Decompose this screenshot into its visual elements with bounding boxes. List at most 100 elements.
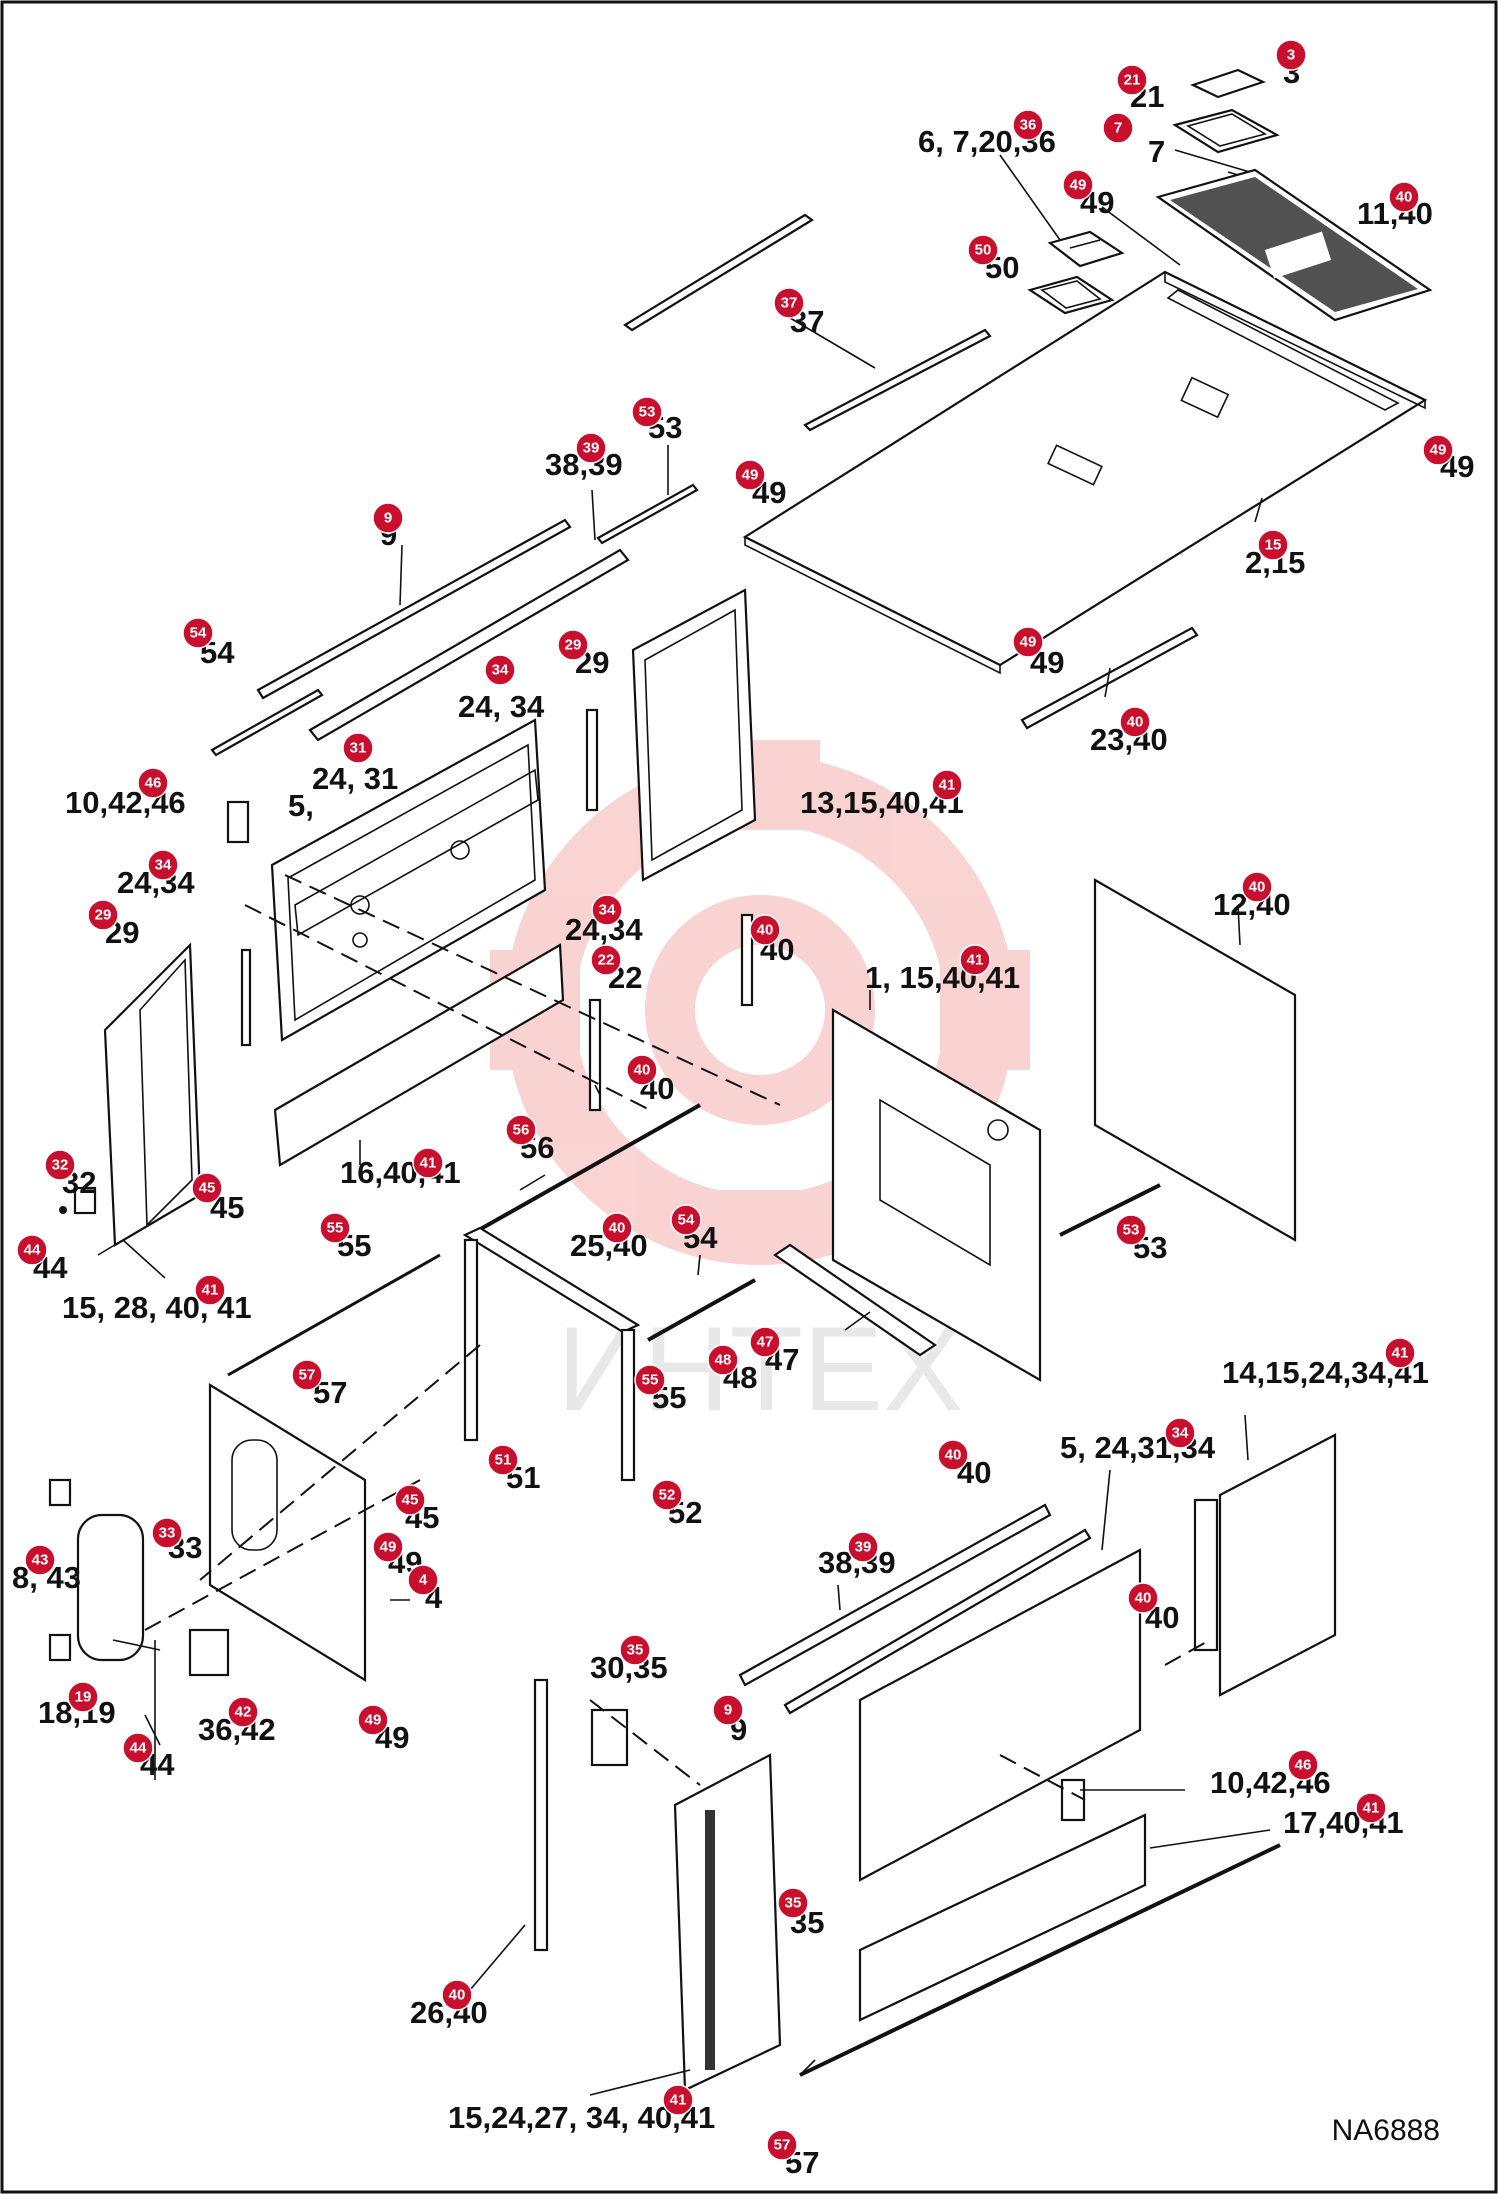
svg-text:37: 37 xyxy=(781,295,798,312)
callout-bubble: 49 xyxy=(372,1531,404,1563)
callout-bubble: 41 xyxy=(959,944,991,976)
callout-bubble: 49 xyxy=(1062,169,1094,201)
svg-text:49: 49 xyxy=(365,1712,382,1729)
callout-bubble: 51 xyxy=(487,1444,519,1476)
callout-bubble: 46 xyxy=(1287,1749,1319,1781)
roof-panel-2-15 xyxy=(742,270,1428,667)
callout-bubble: 52 xyxy=(651,1479,683,1511)
screw-7 xyxy=(1174,149,1261,176)
callout-bubble: 54 xyxy=(182,617,214,649)
callout-bubble: 48 xyxy=(707,1344,739,1376)
svg-text:41: 41 xyxy=(967,952,984,969)
callout-bubble: 42 xyxy=(227,1696,259,1728)
callout-bubbles: 3 21 36 7 49 40 50 37 53 39 49 49 9 15 5… xyxy=(16,39,1454,2161)
callout-bubble: 40 xyxy=(1241,871,1273,903)
callout-bubble: 29 xyxy=(87,899,119,931)
svg-text:39: 39 xyxy=(855,1539,872,1556)
svg-text:45: 45 xyxy=(402,1492,419,1509)
callout-bubble: 7 xyxy=(1102,112,1134,144)
frame-13-15 xyxy=(631,588,757,882)
lower-door-5-24 xyxy=(858,1548,1142,1882)
side-14-15-24 xyxy=(1218,1433,1337,1697)
rod-57-bottom xyxy=(799,1843,1281,2077)
svg-text:19: 19 xyxy=(75,1689,92,1706)
svg-text:40: 40 xyxy=(1127,714,1144,731)
callout-bubble: 55 xyxy=(319,1212,351,1244)
callout-bubble: 46 xyxy=(137,767,169,799)
corner-post-25-40 xyxy=(462,1226,641,1334)
latch-36-42 xyxy=(188,1628,230,1677)
grille-window xyxy=(1264,231,1332,279)
svg-text:44: 44 xyxy=(130,1740,147,1757)
latch-10-42-lower xyxy=(1060,1778,1086,1822)
frame-50-inner xyxy=(1040,280,1102,309)
callout-bubble: 39 xyxy=(847,1531,879,1563)
svg-text:57: 57 xyxy=(774,2137,791,2154)
back-door-stiffener xyxy=(294,768,539,937)
roof-rim-front xyxy=(744,535,1001,675)
callout-bubble: 34 xyxy=(1164,1417,1196,1449)
strip-37-lower xyxy=(803,328,992,432)
callout-bubble: 35 xyxy=(777,1887,809,1919)
svg-text:21: 21 xyxy=(1124,72,1141,89)
hole xyxy=(450,840,470,860)
hinge-29-left xyxy=(240,948,252,1047)
assembly-line xyxy=(199,1344,481,1581)
svg-text:45: 45 xyxy=(199,1180,216,1197)
assembly-line xyxy=(244,904,651,1111)
hinge-8-43-bottom xyxy=(48,1633,72,1662)
callout-bubble: 33 xyxy=(151,1517,183,1549)
svg-text:49: 49 xyxy=(1070,177,1087,194)
svg-text:36: 36 xyxy=(1020,117,1037,134)
svg-text:39: 39 xyxy=(583,440,600,457)
svg-text:9: 9 xyxy=(384,510,392,527)
callout-bubble: 41 xyxy=(1384,1337,1416,1369)
callout-bubble: 40 xyxy=(626,1054,658,1086)
svg-text:44: 44 xyxy=(24,1242,41,1259)
svg-text:49: 49 xyxy=(1430,442,1447,459)
label: 5, xyxy=(288,788,314,823)
rail-23-40 xyxy=(1020,626,1199,730)
rod-57-mid xyxy=(227,1253,441,1377)
assembly-line xyxy=(1164,1639,1211,1666)
skirt-17-40-41 xyxy=(858,1813,1147,2022)
svg-text:40: 40 xyxy=(634,1062,651,1079)
svg-text:22: 22 xyxy=(598,952,615,969)
svg-text:40: 40 xyxy=(1249,879,1266,896)
bracket-22-b xyxy=(740,913,754,1007)
svg-text:41: 41 xyxy=(1363,1800,1380,1817)
post-15-24-27 xyxy=(673,1753,782,2092)
hinge-29-right xyxy=(585,708,599,812)
roof-slot xyxy=(1047,444,1103,486)
callout-bubble: 34 xyxy=(147,849,179,881)
plate-36 xyxy=(1047,230,1125,268)
callout-bubble: 41 xyxy=(412,1147,444,1179)
svg-text:46: 46 xyxy=(145,775,162,792)
callout-bubble: 53 xyxy=(631,396,663,428)
rail-38-39-lower xyxy=(738,1503,1052,1687)
callout-bubble: 34 xyxy=(591,894,623,926)
svg-text:15: 15 xyxy=(1265,537,1282,554)
roof-opening xyxy=(1166,289,1400,411)
callout-bubble: 41 xyxy=(194,1274,226,1306)
callout-bubble: 53 xyxy=(1115,1214,1147,1246)
svg-text:35: 35 xyxy=(627,1642,644,1659)
callout-bubble: 22 xyxy=(590,944,622,976)
svg-text:42: 42 xyxy=(235,1704,252,1721)
bracket-22-a xyxy=(588,998,602,1112)
panel-1-15-window xyxy=(879,1098,991,1267)
callout-bubble: 41 xyxy=(931,769,963,801)
callout-bubble: 56 xyxy=(505,1114,537,1146)
rail-9-top xyxy=(256,518,572,700)
svg-text:40: 40 xyxy=(609,1220,626,1237)
svg-text:41: 41 xyxy=(939,777,956,794)
label: 7 xyxy=(1148,134,1165,169)
hole xyxy=(352,932,368,948)
post-vent-strip xyxy=(705,1810,715,2070)
callout-bubble: 40 xyxy=(749,914,781,946)
svg-text:54: 54 xyxy=(678,1212,695,1229)
svg-text:51: 51 xyxy=(495,1452,512,1469)
callout-bubble: 40 xyxy=(937,1439,969,1471)
svg-text:41: 41 xyxy=(1392,1345,1409,1362)
assembly-line xyxy=(589,1699,701,1786)
